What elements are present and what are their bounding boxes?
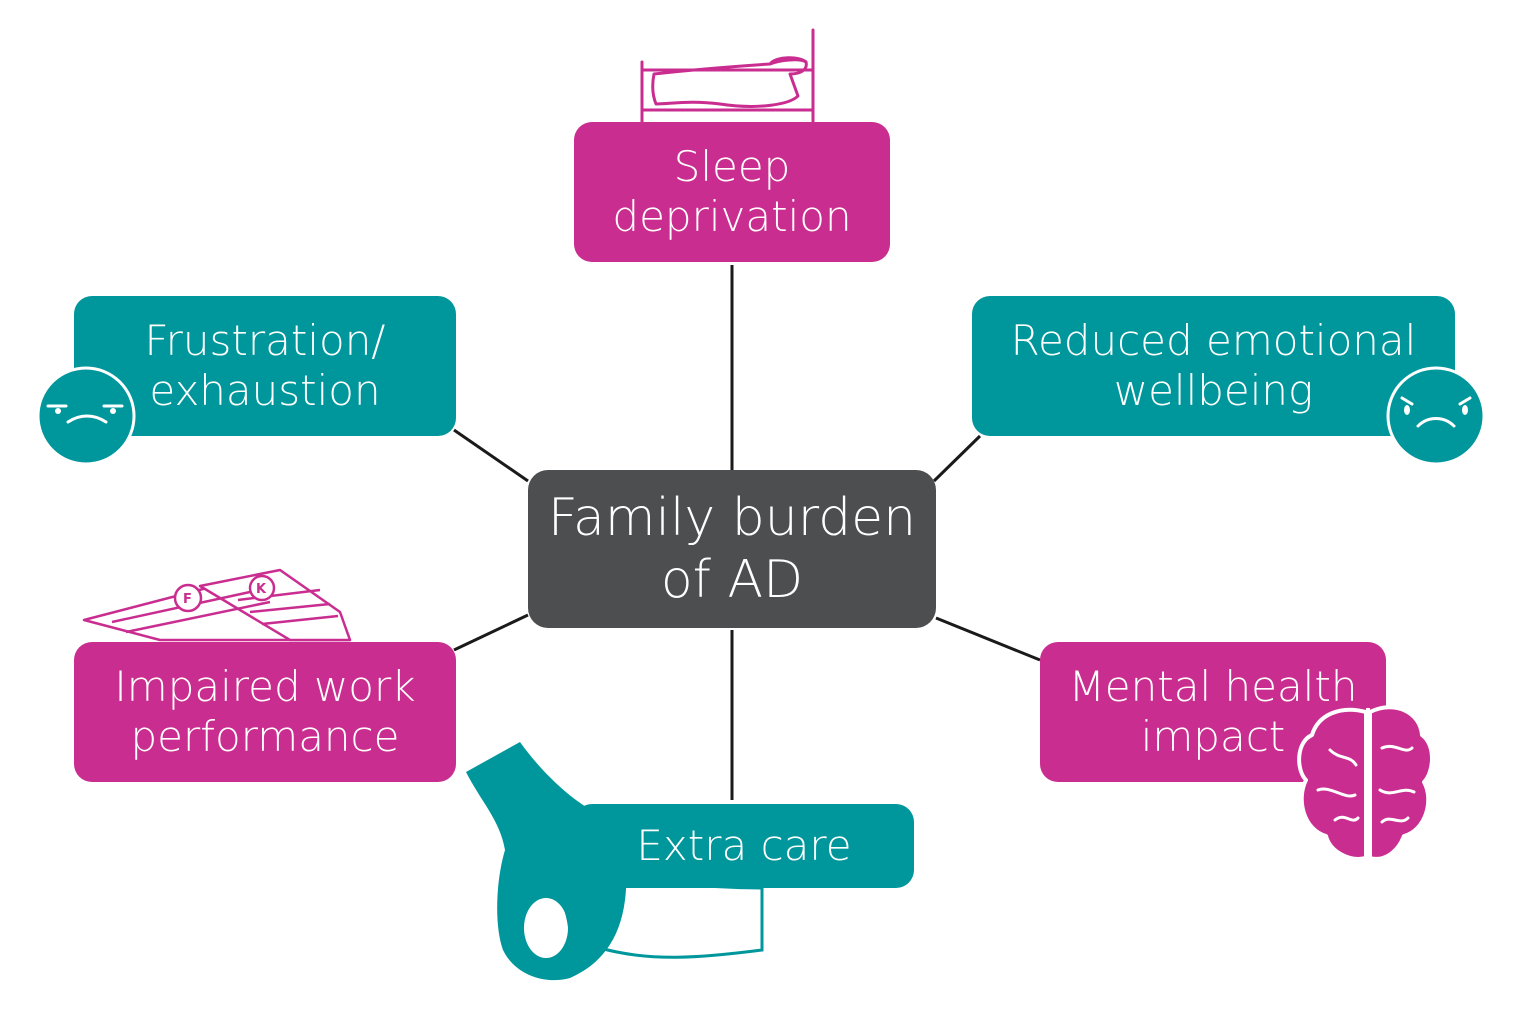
center-label: Family burden of AD <box>547 487 917 610</box>
svg-text:K: K <box>256 582 267 597</box>
node-sleep-deprivation: Sleep deprivation <box>574 122 890 262</box>
center-node: Family burden of AD <box>528 470 936 628</box>
connector-emotional <box>932 434 982 483</box>
node-label: Impaired work performance <box>114 661 416 761</box>
node-label: Extra care <box>636 820 852 870</box>
node-label: Sleep deprivation <box>612 141 852 241</box>
node-label: Mental health impact <box>1068 661 1358 761</box>
node-extra-care: Extra care <box>574 804 914 888</box>
node-label: Frustration/ exhaustion <box>144 315 386 415</box>
connector-work <box>453 613 529 652</box>
node-mental-health-impact: Mental health impact <box>1040 642 1386 782</box>
connector-frustration <box>453 428 529 483</box>
node-reduced-emotional-wellbeing: Reduced emotional wellbeing <box>972 296 1455 436</box>
node-label: Reduced emotional wellbeing <box>1010 315 1417 415</box>
connector-mental <box>935 616 1041 662</box>
svg-text:F: F <box>183 592 192 607</box>
node-impaired-work-performance: Impaired work performance <box>74 642 456 782</box>
node-frustration-exhaustion: Frustration/ exhaustion <box>74 296 456 436</box>
